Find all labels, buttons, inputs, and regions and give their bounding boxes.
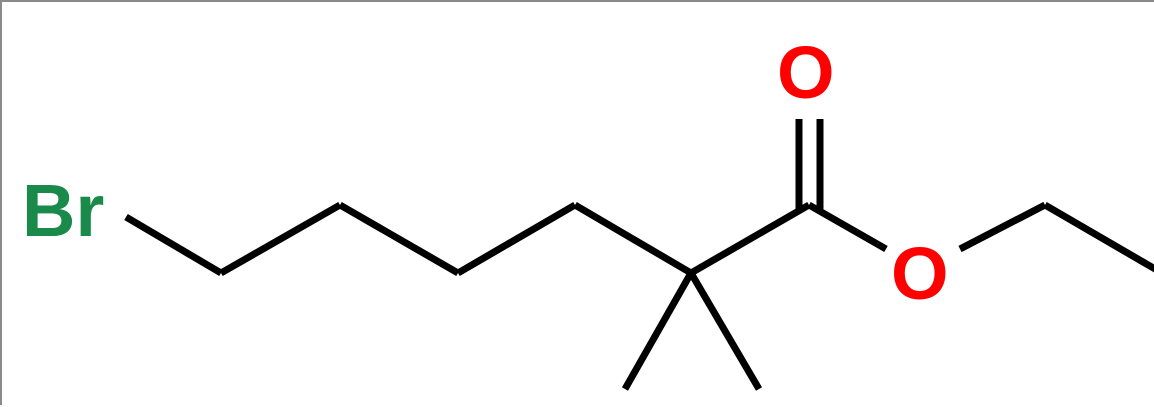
bond-c2-c3 — [338, 201, 460, 277]
bond-c1-c2 — [219, 201, 342, 277]
atom-bromine-label: Br — [22, 169, 104, 252]
bond-ester-o-ch2 — [958, 201, 1047, 253]
bond-br-c1 — [124, 213, 223, 277]
bond-quaternary-methyl-right — [687, 271, 763, 391]
bond-c4-quaternary — [573, 201, 693, 277]
atom-carbonyl-oxygen-label: O — [777, 31, 835, 114]
bond-c3-c4 — [456, 201, 577, 277]
bond-ch2-ch3 — [1043, 201, 1154, 273]
bond-carbonyl-ester-o — [807, 201, 888, 253]
atom-ester-oxygen-label: O — [891, 232, 949, 315]
bond-quaternary-carbonyl — [689, 201, 811, 277]
bond-quaternary-methyl-left — [621, 271, 695, 391]
